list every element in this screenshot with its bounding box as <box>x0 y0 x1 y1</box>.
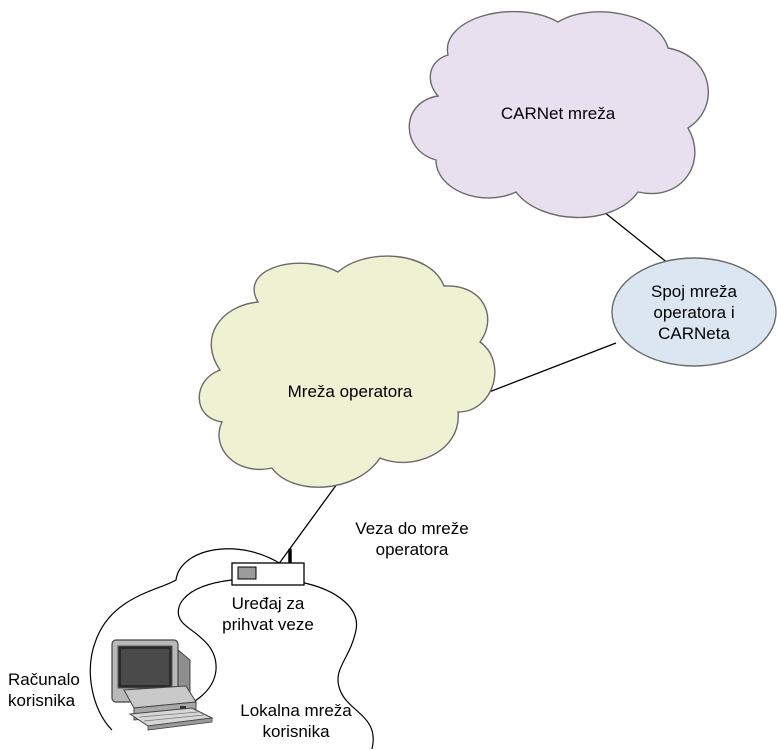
connection-label: Veza do mreže operatora <box>340 518 484 560</box>
carnet-cloud <box>408 10 710 219</box>
lan-cable-outer <box>89 548 285 731</box>
carnet-cloud-label: CARNet mreža <box>500 104 616 123</box>
operator-cloud <box>198 255 496 488</box>
connection-label-line1: Veza do mreže <box>355 519 469 538</box>
computer-label-line1: Računalo <box>8 670 80 689</box>
router-icon <box>231 548 305 586</box>
access-line <box>277 483 338 566</box>
interconnect-ellipse <box>611 257 777 367</box>
computer-label: Računalo korisnika <box>8 669 94 711</box>
lan-label-line2: korisnika <box>262 722 330 741</box>
device-label: Uređaj za prihvat veze <box>208 593 328 635</box>
lan-cable-inner <box>169 579 233 711</box>
connection-label-line2: operatora <box>375 540 449 559</box>
computer-label-line2: korisnika <box>8 691 76 710</box>
lan-cable-right <box>299 581 374 749</box>
interconnect-label-line2: operatora i <box>653 303 735 322</box>
computer-icon <box>111 639 214 731</box>
device-label-line2: prihvat veze <box>222 615 314 634</box>
carnet-to-interconnect-line <box>603 211 675 269</box>
device-label-line1: Uređaj za <box>231 594 305 613</box>
operator-cloud-label: Mreža operatora <box>287 382 413 401</box>
interconnect-label: Spoj mreža operatora i CARNeta <box>622 281 766 344</box>
interconnect-label-line1: Spoj mreža <box>651 282 737 301</box>
operator-to-interconnect-line <box>488 342 617 393</box>
lan-label-line1: Lokalna mreža <box>240 701 352 720</box>
lan-label: Lokalna mreža korisnika <box>226 700 366 742</box>
interconnect-label-line3: CARNeta <box>658 324 730 343</box>
